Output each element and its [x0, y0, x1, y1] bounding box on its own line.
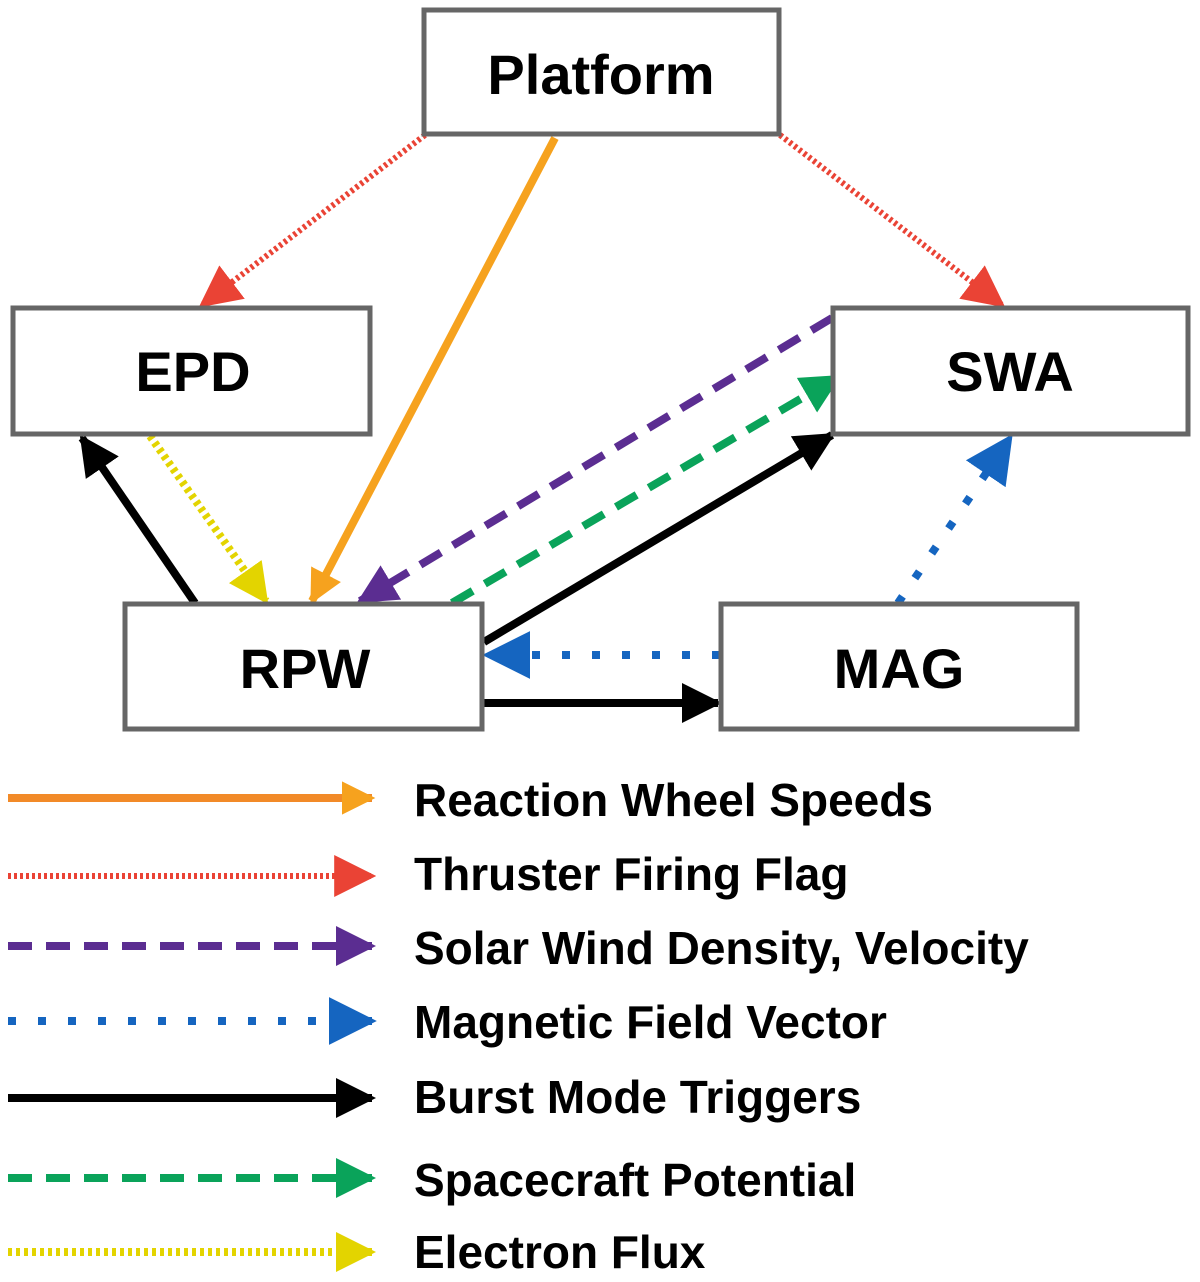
- node-platform-label: Platform: [487, 43, 714, 106]
- node-rpw: RPW: [122, 601, 485, 732]
- legend-label-thruster: Thruster Firing Flag: [414, 848, 848, 900]
- node-mag-label: MAG: [834, 637, 965, 700]
- edge-mag-to-swa-magnetic: [894, 434, 1014, 606]
- node-epd-label: EPD: [135, 340, 250, 403]
- legend-item-burst: Burst Mode Triggers: [8, 1071, 861, 1123]
- node-rpw-label: RPW: [240, 637, 371, 700]
- legend-item-thruster: Thruster Firing Flag: [8, 848, 848, 900]
- edge-platform-to-swa-thruster: [778, 132, 1006, 308]
- edge-rpw-to-epd-burst: [78, 434, 199, 606]
- edge-swa-to-rpw-solar-wind: [356, 314, 835, 605]
- legend-label-magnetic: Magnetic Field Vector: [414, 996, 887, 1048]
- node-swa-label: SWA: [946, 340, 1074, 403]
- edge-platform-to-epd-thruster: [198, 132, 427, 308]
- legend-item-potential: Spacecraft Potential: [8, 1154, 856, 1206]
- edge-epd-to-rpw-electron-flux: [146, 433, 270, 605]
- node-mag: MAG: [718, 601, 1080, 732]
- legend-item-reaction-wheel: Reaction Wheel Speeds: [8, 774, 933, 826]
- legend-item-electron: Electron Flux: [8, 1226, 706, 1278]
- legend-item-solar-wind: Solar Wind Density, Velocity: [8, 922, 1029, 974]
- edge-rpw-to-swa-potential: [449, 373, 842, 607]
- legend-label-electron: Electron Flux: [414, 1226, 706, 1278]
- edge-platform-to-rpw-reaction-wheel: [308, 136, 559, 604]
- legend-label-reaction-wheel: Reaction Wheel Speeds: [414, 774, 933, 826]
- edge-rpw-to-swa-burst: [481, 431, 836, 646]
- legend: Reaction Wheel Speeds Thruster Firing Fl…: [8, 774, 1029, 1278]
- legend-label-solar-wind: Solar Wind Density, Velocity: [414, 922, 1029, 974]
- legend-label-burst: Burst Mode Triggers: [414, 1071, 861, 1123]
- node-swa: SWA: [830, 305, 1191, 437]
- legend-label-potential: Spacecraft Potential: [414, 1154, 856, 1206]
- node-platform: Platform: [421, 7, 782, 137]
- node-epd: EPD: [10, 305, 373, 437]
- legend-item-magnetic: Magnetic Field Vector: [8, 996, 887, 1048]
- diagram-edges: [78, 132, 1014, 723]
